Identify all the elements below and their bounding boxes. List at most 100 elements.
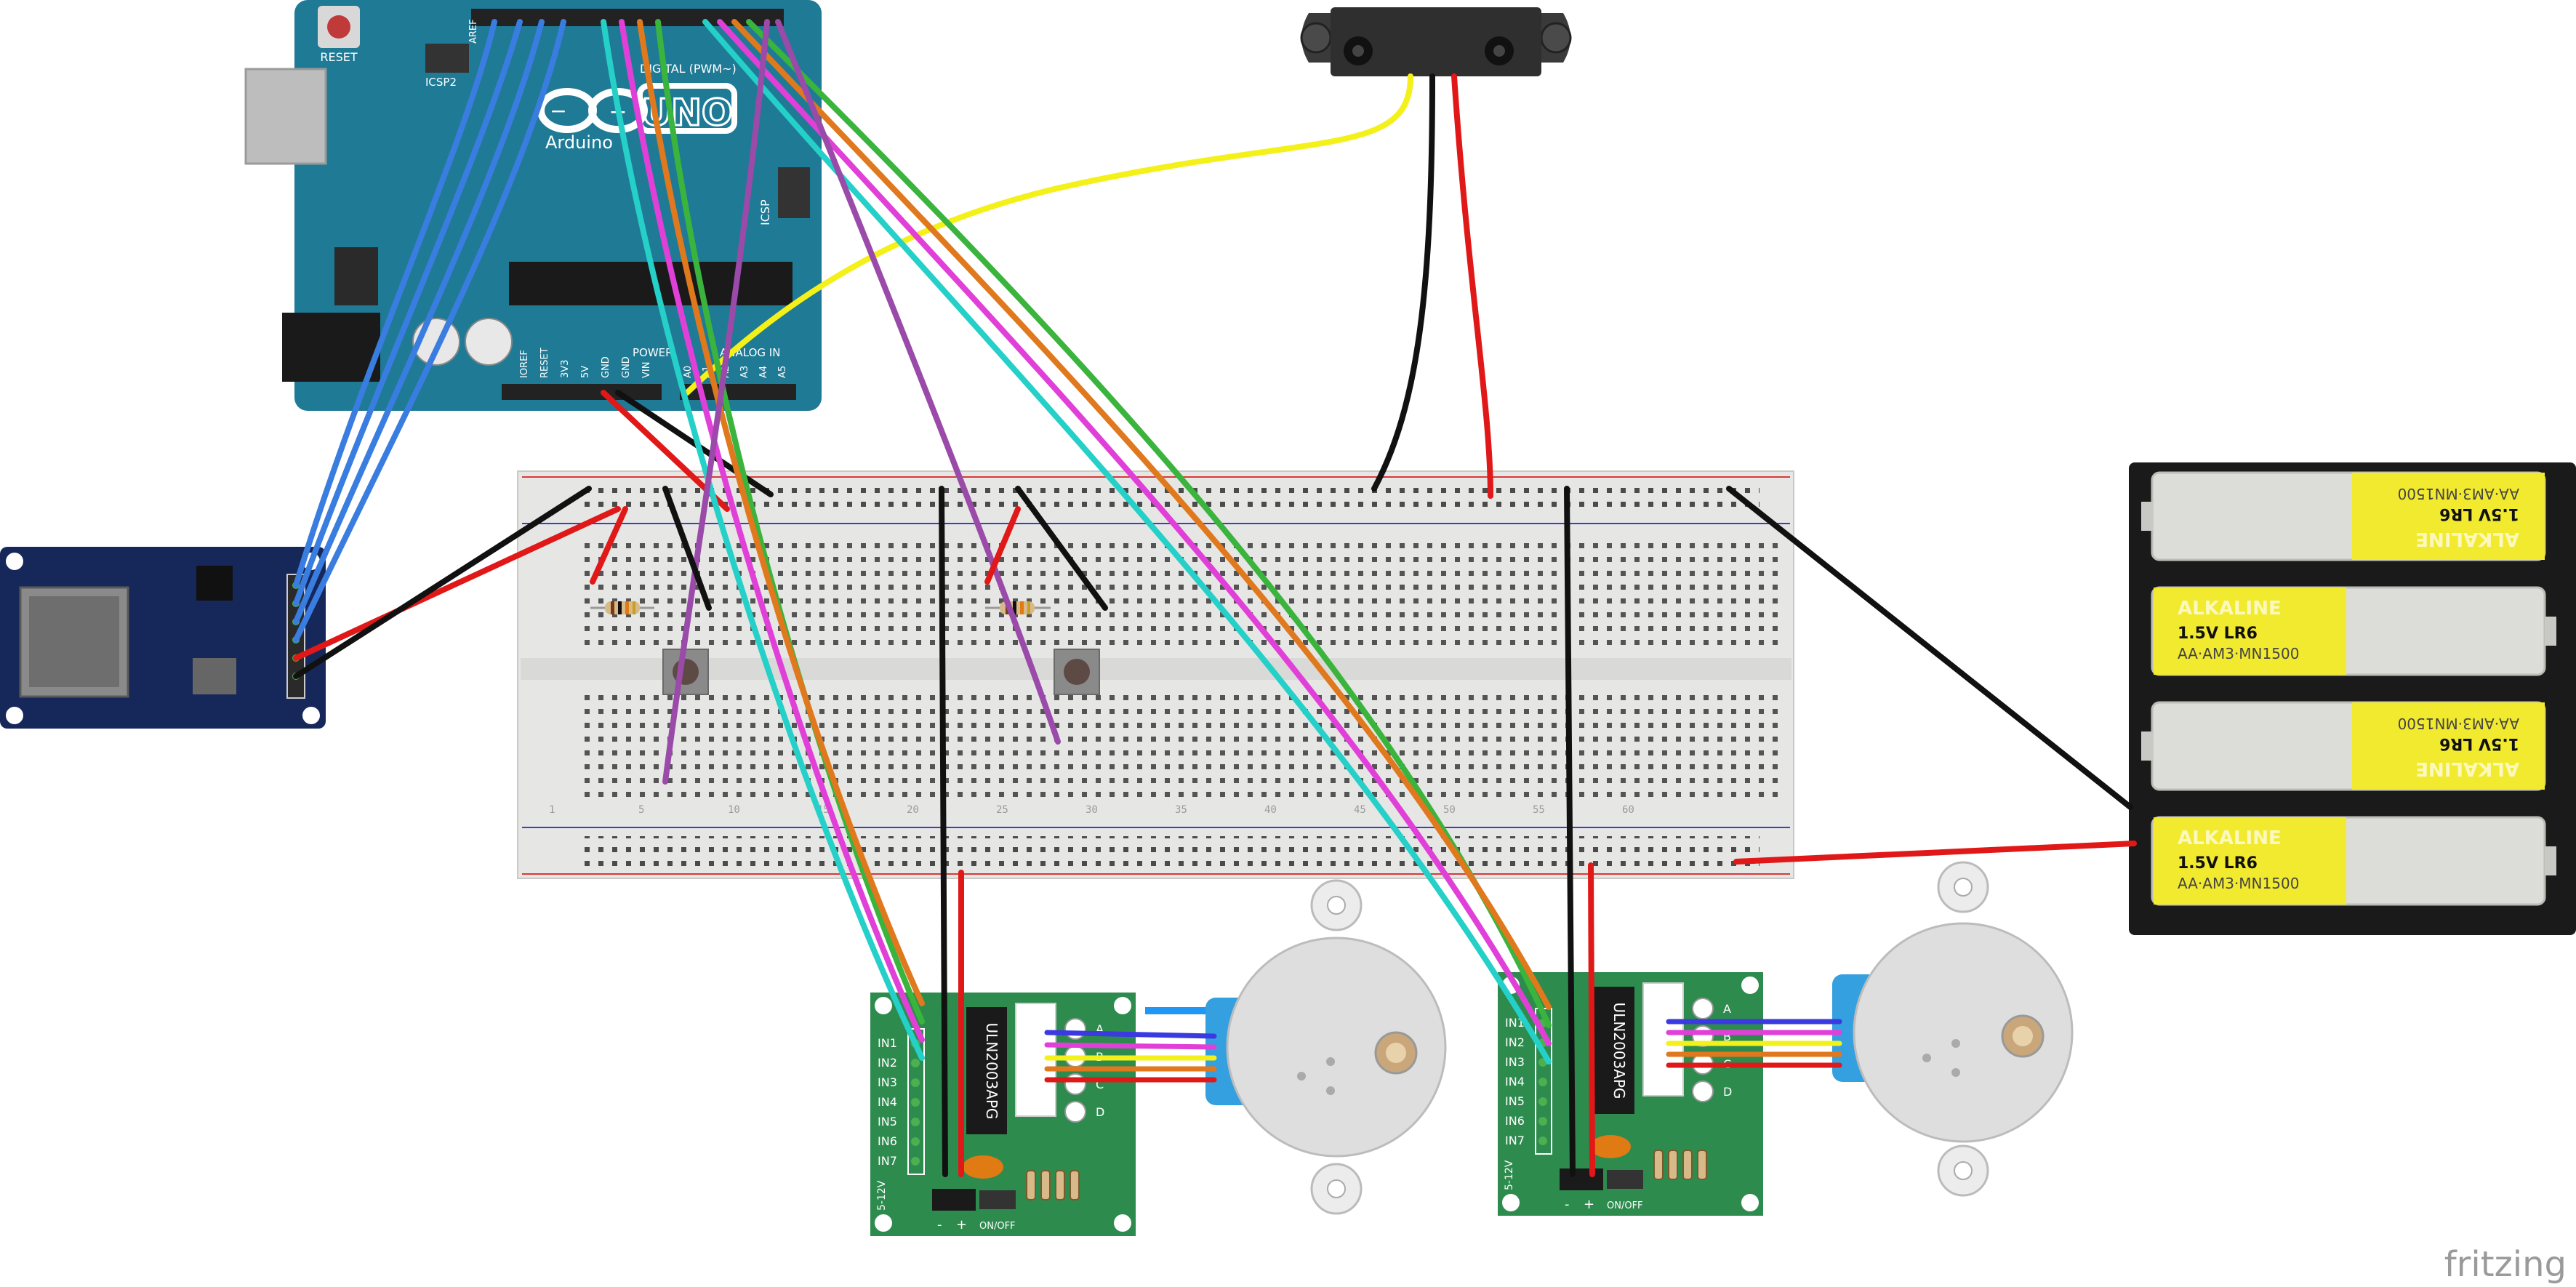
column-number: 45 <box>1354 804 1366 816</box>
arduino-brand-label: Arduino <box>545 132 613 153</box>
wire-d-orange-2 <box>731 19 1552 1010</box>
wire-drv1-black <box>939 486 948 1177</box>
svg-text:−: − <box>550 99 566 123</box>
driver-input-label: IN5 <box>1505 1094 1525 1108</box>
minus-label: - <box>937 1217 942 1232</box>
battery-type: 1.5V LR6 <box>2178 625 2258 643</box>
icsp2-label: ICSP2 <box>425 76 457 89</box>
pushbutton-1[interactable] <box>662 649 709 695</box>
driver-input-label: IN2 <box>1505 1035 1525 1049</box>
battery-type: 1.5V LR6 <box>2439 505 2519 523</box>
analog-pin-label: A3 <box>739 366 750 378</box>
voltage-label: 5-12V <box>1504 1160 1515 1190</box>
driver-input-label: IN7 <box>878 1154 897 1168</box>
battery-sizes: AA·AM3·MN1500 <box>2178 875 2299 892</box>
wire-d-cyan-1 <box>601 19 925 1061</box>
driver-input-label: IN2 <box>878 1056 897 1070</box>
driver-input-label: IN5 <box>878 1115 897 1128</box>
column-number: 10 <box>728 804 740 816</box>
wire-ir-yellow <box>684 73 1413 396</box>
wire-sd-3 <box>293 19 545 625</box>
digital-label: DIGITAL (PWM~) <box>640 62 737 76</box>
wire-d-orange-1 <box>637 19 925 1006</box>
driver-chip-label: ULN2003APG <box>983 1023 1000 1120</box>
reset-label: RESET <box>320 50 357 64</box>
power-label: POWER <box>633 346 673 359</box>
led-label: D <box>1723 1085 1732 1099</box>
battery-type: 1.5V LR6 <box>2178 854 2258 873</box>
column-number: 35 <box>1175 804 1187 816</box>
battery-brand: ALKALINE <box>2178 827 2282 849</box>
column-number: 50 <box>1443 804 1456 816</box>
wire-sd-2 <box>293 19 523 606</box>
driver-input-label: IN1 <box>1505 1016 1525 1030</box>
arduino-logo: − + UNO Arduino <box>537 83 737 153</box>
battery-brand: ALKALINE <box>2415 528 2519 550</box>
driver-input-label: IN4 <box>878 1095 897 1109</box>
pushbutton-2[interactable] <box>1054 649 1100 695</box>
analog-pin-label: A5 <box>777 366 788 378</box>
wire-drv2-black <box>1564 486 1576 1177</box>
driver-input-label: IN6 <box>878 1134 897 1148</box>
driver-input-label: IN1 <box>878 1036 897 1050</box>
column-number: 40 <box>1264 804 1277 816</box>
motor-2-cables <box>1666 1019 1842 1068</box>
analog-pin-label: A0 <box>683 366 694 378</box>
plus-label: + <box>956 1217 967 1232</box>
driver-input-label: IN3 <box>878 1075 897 1089</box>
wire-sd-black <box>293 486 592 679</box>
driver-input-label: IN3 <box>1505 1055 1525 1069</box>
column-number: 5 <box>638 804 644 816</box>
sd-card-module <box>0 547 326 729</box>
power-pin-label: VIN <box>641 362 652 378</box>
wire-bat-black <box>1726 486 2133 810</box>
ir-distance-sensor <box>1300 7 1572 76</box>
column-number: 20 <box>907 804 919 816</box>
driver-chip-label: ULN2003APG <box>1610 1003 1628 1099</box>
power-pin-label: GND <box>601 356 611 378</box>
wire-bb-black-2 <box>1015 486 1108 611</box>
icsp-label: ICSP <box>758 199 772 225</box>
column-number: 55 <box>1533 804 1545 816</box>
battery-cell: ALKALINE 1.5V LR6 AA·AM3·MN1500 <box>2141 471 2546 561</box>
driver-input-label: IN4 <box>1505 1075 1525 1088</box>
column-number: 30 <box>1086 804 1098 816</box>
minus-label: - <box>1565 1197 1570 1212</box>
fritzing-watermark: fritzing <box>2444 1244 2567 1285</box>
column-number: 25 <box>996 804 1008 816</box>
power-pin-label: RESET <box>539 348 550 378</box>
wire-d-magenta-1 <box>619 19 925 1043</box>
wire-sd-red <box>293 506 621 661</box>
aref-label: AREF <box>468 19 479 44</box>
wire-bb-red-1 <box>590 506 628 585</box>
resistor-1 <box>590 601 654 614</box>
column-number: 60 <box>1622 804 1634 816</box>
stepper-motor-2 <box>1832 861 2074 1197</box>
driver-input-label: IN6 <box>1505 1114 1525 1128</box>
wire-d-magenta-2 <box>717 19 1552 1046</box>
battery-sizes: AA·AM3·MN1500 <box>2398 715 2519 732</box>
wire-ir-black <box>1371 73 1435 492</box>
power-pin-label: IOREF <box>519 350 530 378</box>
column-number: 1 <box>549 804 555 816</box>
wire-sd-4 <box>293 19 566 643</box>
wire-d-green-1 <box>655 19 925 1025</box>
motor-1-cables <box>1044 1030 1217 1083</box>
wire-purple-2 <box>775 19 1061 745</box>
battery-sizes: AA·AM3·MN1500 <box>2178 645 2299 662</box>
battery-brand: ALKALINE <box>2178 598 2282 620</box>
wire-d-cyan-2 <box>702 19 1552 1065</box>
plus-label: + <box>1584 1197 1594 1212</box>
battery-brand: ALKALINE <box>2415 758 2519 779</box>
wire-drv2-red <box>1588 862 1595 1177</box>
wire-purple-1 <box>662 19 770 785</box>
battery-sizes: AA·AM3·MN1500 <box>2398 485 2519 502</box>
wire-sd-1 <box>293 19 497 588</box>
